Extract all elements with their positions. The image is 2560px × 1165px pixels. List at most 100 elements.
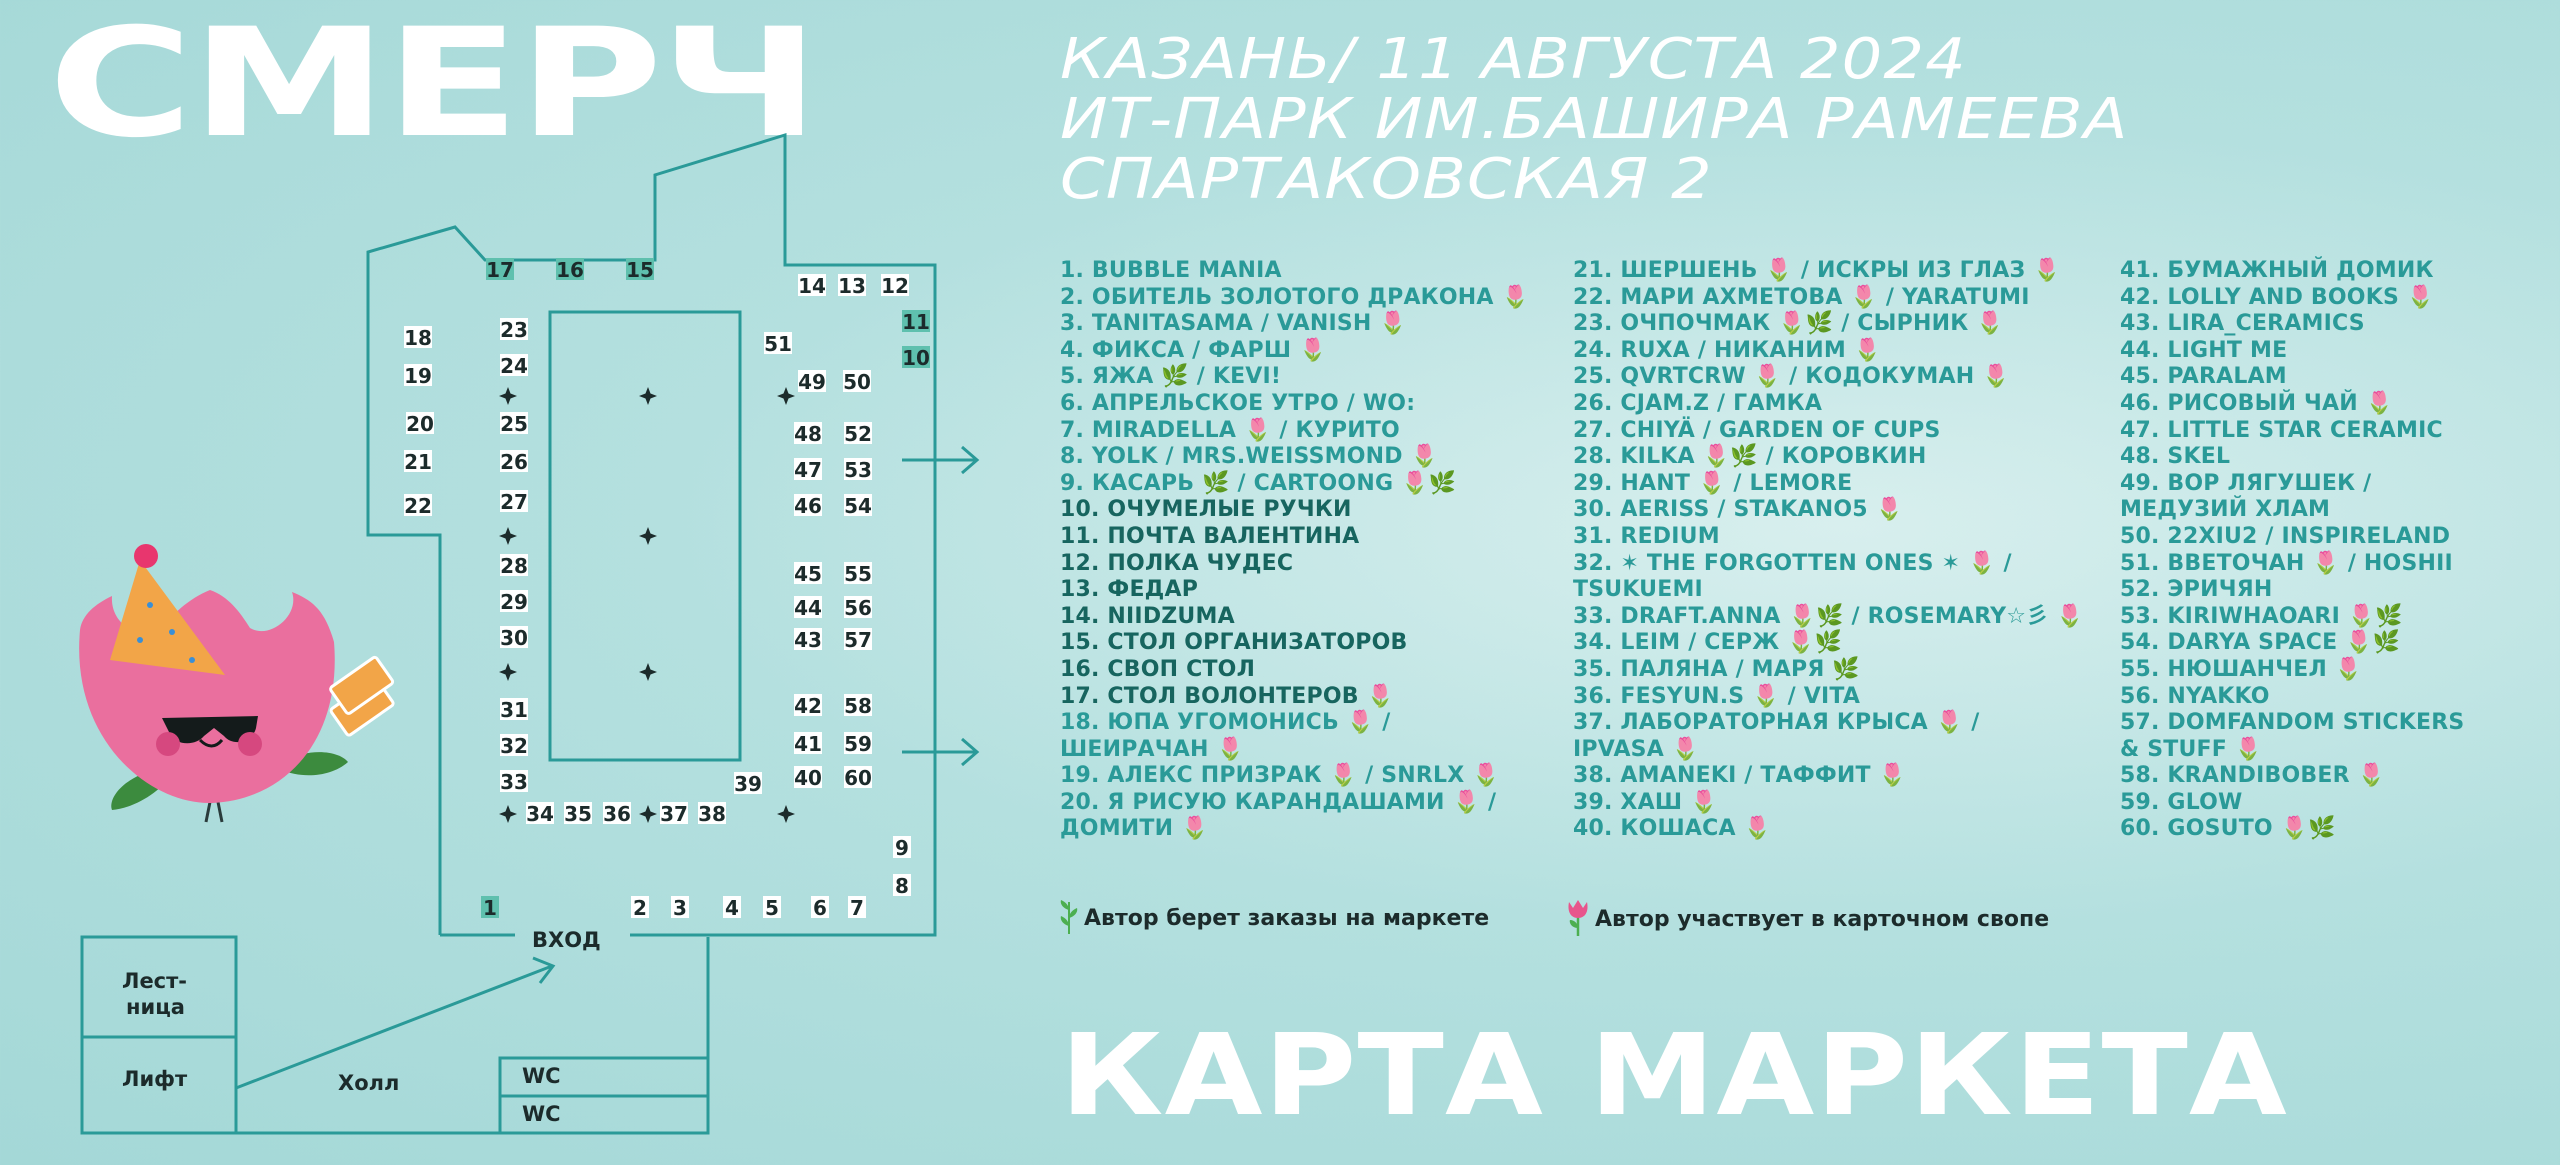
table-marker-31: 31: [500, 698, 528, 722]
table-marker-55: 55: [844, 562, 872, 586]
table-marker-30: 30: [500, 626, 528, 650]
participant-entry: 23. ОЧПОЧМАК 🌷🌿 / СЫРНИК 🌷: [1573, 311, 2004, 337]
table-number: 60: [844, 766, 872, 790]
table-marker-42: 42: [794, 694, 822, 718]
participant-entry: 24. RUXA / НИКАНИМ 🌷: [1573, 337, 1882, 363]
participant-entry: 26. CJAM.Z / ГАМКА: [1573, 390, 1823, 416]
table-number: 17: [486, 258, 514, 282]
participant-entry: 54. DARYA SPACE 🌷🌿: [2120, 630, 2401, 656]
table-number: 5: [765, 896, 779, 920]
table-number: 18: [404, 326, 432, 350]
participant-entry: 13. ФЕДАР: [1060, 577, 1199, 603]
table-number: 29: [500, 590, 528, 614]
participant-entry: 14. NIIDZUMA: [1060, 603, 1235, 629]
table-number: 33: [500, 770, 528, 794]
entrance-label: ВХОД: [532, 928, 601, 952]
participant-entry: 30. AERISS / STAKANO5 🌷: [1573, 497, 1904, 523]
wc-label-2: WC: [522, 1102, 561, 1126]
star-icon: [639, 387, 657, 405]
event-venue: ИТ-ПАРК ИМ.БАШИРА РАМЕЕВА: [1060, 87, 2129, 152]
participant-entry: 4. ФИКСА / ФАРШ 🌷: [1060, 337, 1327, 363]
table-marker-23: 23: [500, 318, 528, 342]
table-marker-43: 43: [794, 628, 822, 652]
table-number: 1: [483, 896, 497, 920]
table-number: 53: [844, 458, 872, 482]
table-number: 55: [844, 562, 872, 586]
table-marker-20: 20: [406, 412, 434, 436]
table-number: 37: [660, 802, 688, 826]
table-marker-12: 12: [881, 274, 909, 298]
table-marker-35: 35: [564, 802, 592, 826]
table-number: 13: [838, 274, 866, 298]
table-marker-44: 44: [794, 596, 822, 620]
table-marker-22: 22: [404, 494, 432, 518]
participant-entry: 28. KILKA 🌷🌿 / КОРОВКИН: [1573, 444, 1927, 470]
market-map-title: КАРТА МАРКЕТА: [1060, 1011, 2289, 1141]
legend-swap-text: Автор участвует в карточном свопе: [1595, 907, 2050, 932]
hall-room: [234, 937, 710, 1135]
table-marker-10: 10: [902, 346, 930, 370]
table-marker-26: 26: [500, 450, 528, 474]
participant-entry: 34. LEIM / СЕРЖ 🌷🌿: [1573, 630, 1843, 656]
participant-entry: 35. ПАЛЯНА / МАРЯ 🌿: [1573, 656, 1860, 682]
participant-entry: 50. 22XIU2 / INSPIRELAND: [2120, 523, 2451, 549]
participant-entry: 7. MIRADELLA 🌷 / КУРИТО: [1060, 417, 1400, 443]
table-number: 16: [556, 258, 584, 282]
table-marker-14: 14: [798, 274, 826, 298]
table-number: 52: [844, 422, 872, 446]
table-number: 51: [764, 332, 792, 356]
table-marker-16: 16: [556, 258, 584, 282]
participant-entry: 48. SKEL: [2120, 444, 2231, 470]
participant-entry: 19. АЛЕКС ПРИЗРАК 🌷 / SNRLX 🌷: [1060, 763, 1500, 789]
table-marker-7: 7: [848, 896, 866, 920]
tulip-icon: [1565, 898, 1591, 942]
participant-entry: 9. КАСАРЬ 🌿 / CARTOONG 🌷🌿: [1060, 470, 1457, 496]
table-number: 19: [404, 364, 432, 388]
table-marker-17: 17: [486, 258, 514, 282]
table-marker-13: 13: [838, 274, 866, 298]
table-number: 27: [500, 490, 528, 514]
star-icon: [639, 527, 657, 545]
table-number: 9: [895, 836, 909, 860]
table-number: 34: [526, 802, 554, 826]
table-marker-29: 29: [500, 590, 528, 614]
exit-arrow-bottom-head: [961, 737, 980, 767]
participant-entry: 12. ПОЛКА ЧУДЕС: [1060, 550, 1294, 576]
event-city-date: КАЗАНЬ/ 11 АВГУСТА 2024: [1060, 27, 1967, 92]
star-icon: [639, 663, 657, 681]
participant-entry: 18. ЮПА УГОМОНИСЬ 🌷 /: [1060, 710, 1391, 736]
entry-arrow-head: [532, 956, 556, 984]
participant-entry: 6. АПРЕЛЬСКОЕ УТРО / WO:: [1060, 390, 1416, 416]
table-marker-25: 25: [500, 412, 528, 436]
participant-entry: 25. QVRTCRW 🌷 / КОДОКУМАН 🌷: [1573, 364, 2010, 390]
participant-entry: 32. ✶ THE FORGOTTEN ONES ✶ 🌷 /: [1573, 550, 2012, 576]
participant-entry: 15. СТОЛ ОРГАНИЗАТОРОВ: [1060, 630, 1408, 656]
table-marker-60: 60: [844, 766, 872, 790]
table-marker-1: 1: [481, 896, 499, 920]
table-number: 21: [404, 450, 432, 474]
table-marker-9: 9: [893, 836, 911, 860]
table-number: 47: [794, 458, 822, 482]
table-marker-32: 32: [500, 734, 528, 758]
participant-entry: 36. FESYUN.S 🌷 / VITA: [1573, 683, 1861, 709]
star-icon: [777, 387, 795, 405]
table-number: 23: [500, 318, 528, 342]
table-marker-2: 2: [631, 896, 649, 920]
table-marker-51: 51: [764, 332, 792, 356]
table-number: 48: [794, 422, 822, 446]
table-number: 7: [850, 896, 864, 920]
participant-entry: 60. GOSUTO 🌷🌿: [2120, 816, 2336, 842]
table-marker-56: 56: [844, 596, 872, 620]
star-icon: [499, 805, 517, 823]
table-number: 14: [798, 274, 826, 298]
participant-entry: 42. LOLLY AND BOOKS 🌷: [2120, 284, 2435, 310]
table-number: 43: [794, 628, 822, 652]
table-marker-48: 48: [794, 422, 822, 446]
table-marker-59: 59: [844, 732, 872, 756]
participant-entry: 39. ХАШ 🌷: [1573, 789, 1718, 815]
table-marker-57: 57: [844, 628, 872, 652]
table-number: 24: [500, 354, 528, 378]
participant-entry: 58. KRANDIBOBER 🌷: [2120, 763, 2386, 789]
table-marker-8: 8: [893, 874, 911, 898]
table-marker-11: 11: [902, 310, 930, 334]
